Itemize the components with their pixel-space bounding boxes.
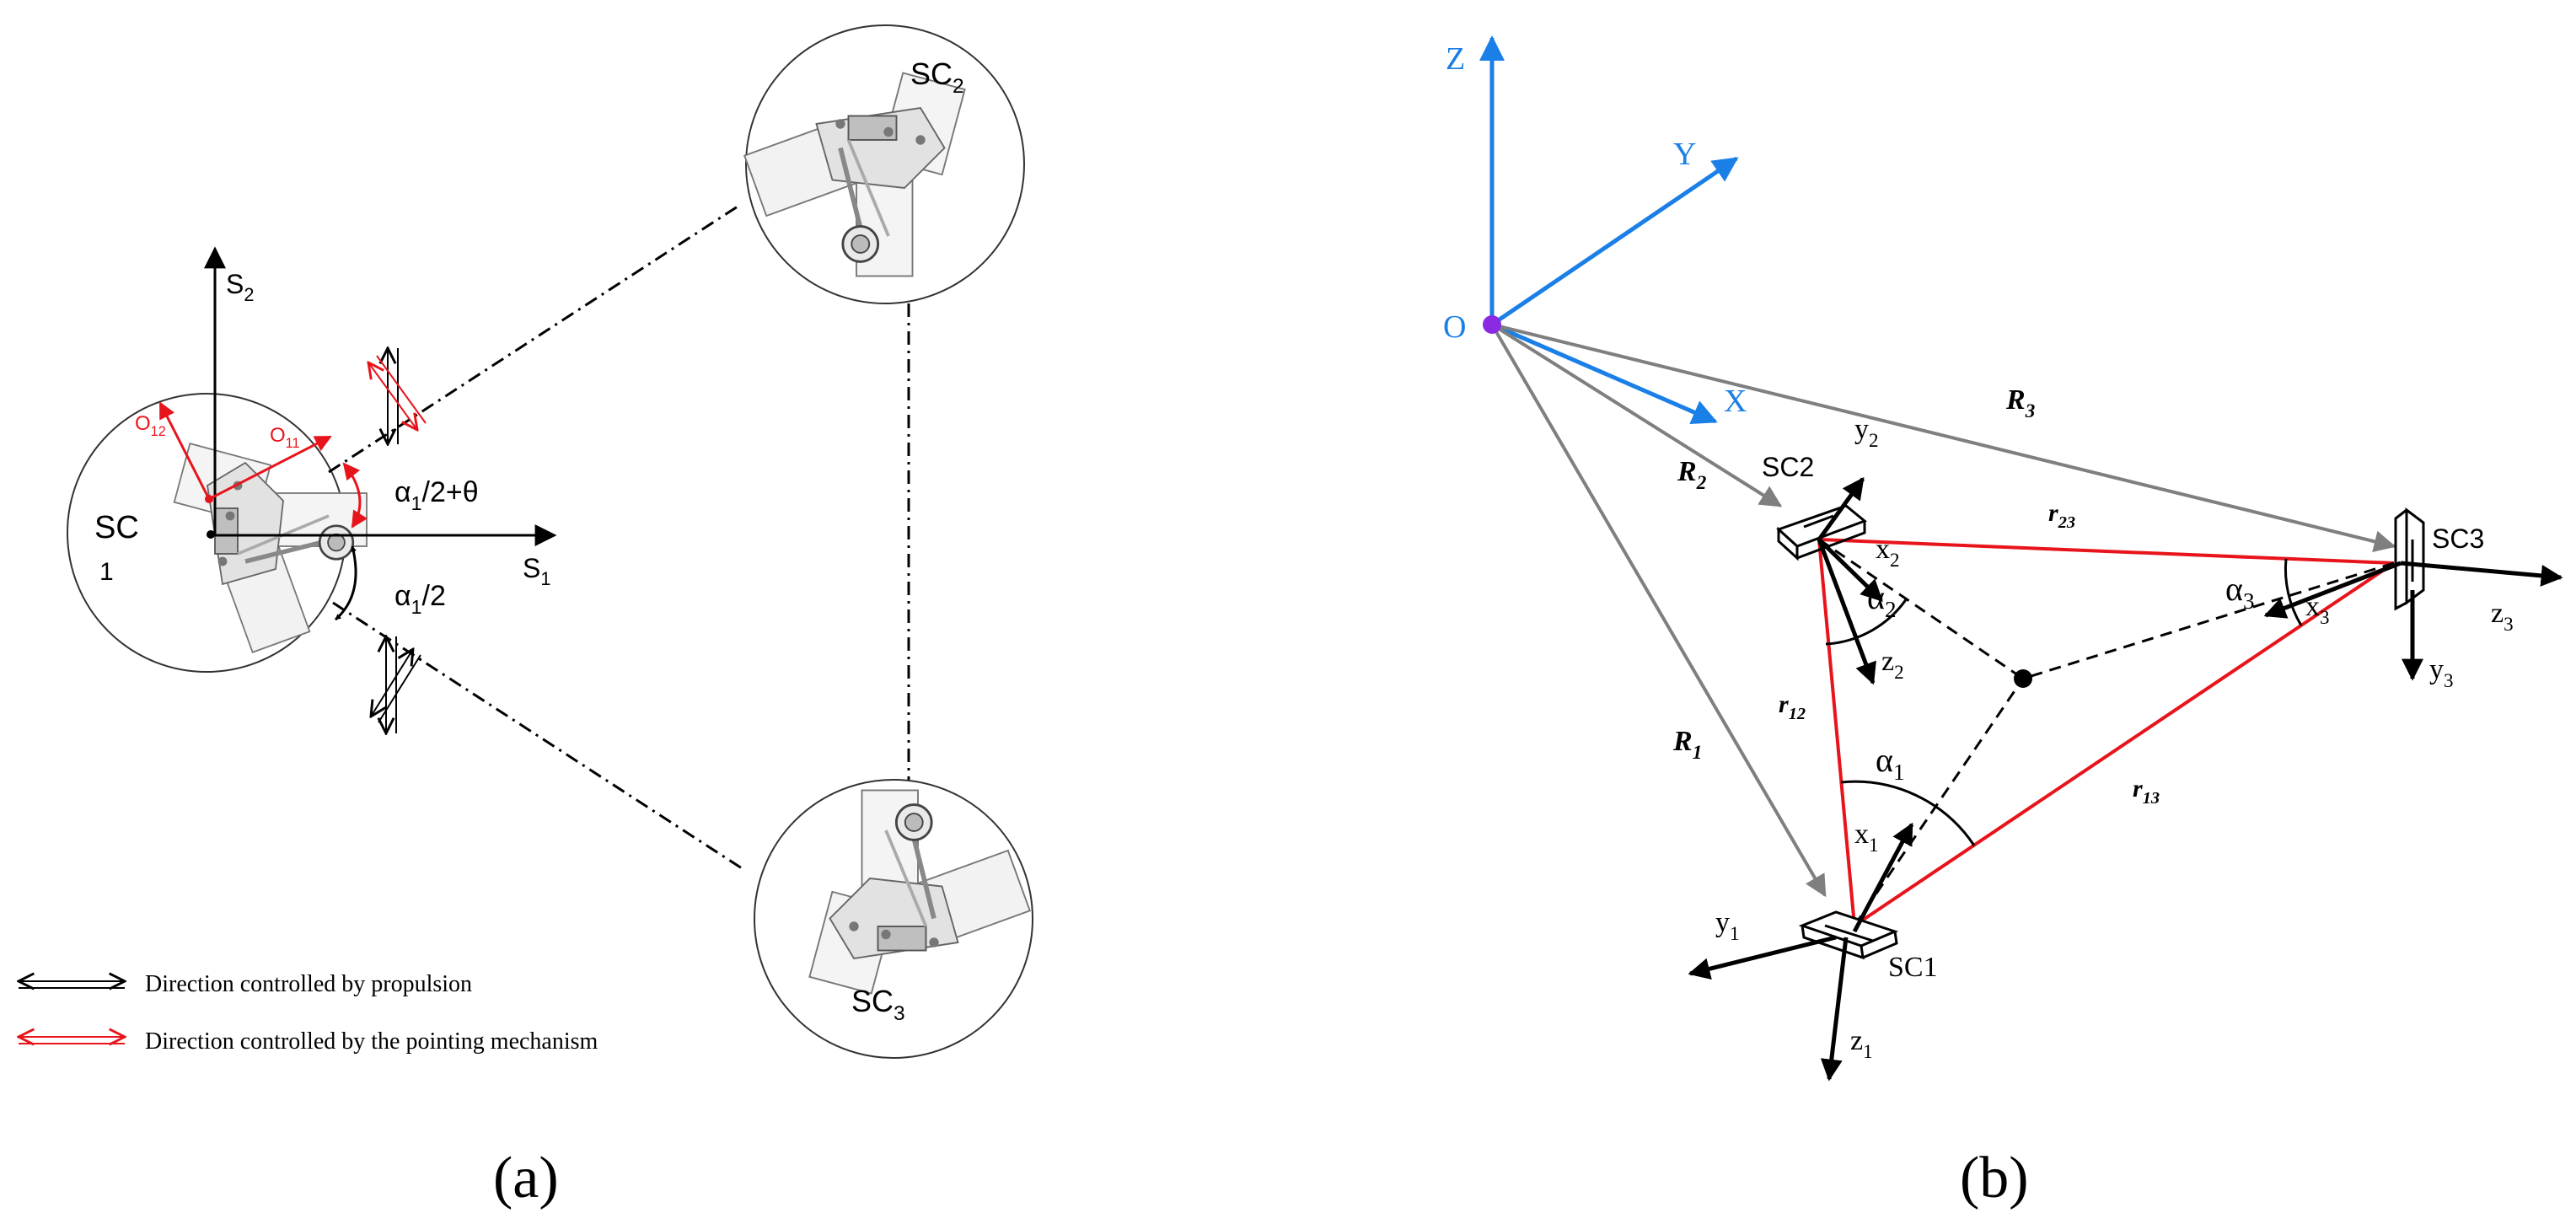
sc1-z-axis [1820, 937, 1849, 1082]
panel-a: S1 S2 O12 O11 α1/2+θ α1/2 SC 1 SC2 SC3 [19, 24, 1033, 1211]
sc2-x-label: x2 [1876, 534, 1900, 572]
o11-axis [208, 435, 332, 501]
s1-axis-label: S1 [523, 553, 550, 589]
r1-position-label: R1 [1672, 726, 1702, 764]
sc2-label: SC2 [910, 56, 964, 98]
alpha2-label: α2 [1867, 578, 1897, 622]
legend-label-propulsion: Direction controlled by propulsion [145, 971, 472, 997]
inertial-y-label: Y [1673, 137, 1696, 172]
sc1-y-label: y1 [1715, 907, 1740, 945]
sc1-label: SC [94, 510, 139, 545]
s2-axis-label: S2 [226, 269, 254, 305]
r2-position-label: R2 [1677, 456, 1707, 494]
sc3-z-label: z3 [2491, 598, 2514, 636]
sc2-circle [745, 24, 1025, 304]
inertial-z-label: Z [1446, 41, 1465, 77]
angle-arc-alpha1 [1840, 780, 1976, 846]
position-vector-r1 [1490, 323, 1827, 898]
o12-label: O12 [135, 412, 166, 439]
sc2-y-axis [1817, 476, 1865, 541]
sc3-craft-image [809, 791, 1029, 994]
link-sc1-sc3 [332, 601, 743, 870]
sc3-label: SC3 [851, 984, 905, 1025]
o12-axis [158, 401, 211, 500]
sc1-x-label: x1 [1854, 819, 1879, 856]
panel-b: Z Y X O R2 R3 R1 r23 r12 r13 α2 α3 α1 [1443, 35, 2563, 1211]
o1-origin-dot [205, 495, 213, 503]
inertial-y-axis [1490, 156, 1739, 327]
link-sc1-sc2 [328, 205, 738, 474]
sc1-y-axis [1688, 935, 1837, 980]
bisector-sc2 [1818, 538, 2024, 680]
inertial-x-axis [1491, 322, 1718, 425]
sc1-body [1798, 910, 1899, 960]
baseline-r23 [1818, 538, 2395, 565]
sc3-x-label: x3 [2305, 591, 2330, 629]
sc2-label: SC2 [1762, 452, 1814, 482]
legend-item-pointing: Direction controlled by the pointing mec… [19, 1028, 598, 1055]
sc3-label: SC3 [2432, 523, 2484, 554]
position-vector-r3 [1491, 323, 2396, 553]
sc3-z-axis [2400, 561, 2563, 587]
baseline-r12 [1817, 539, 1856, 926]
sc3-y-label: y3 [2429, 654, 2454, 692]
angle-arc-alpha3 [2284, 558, 2303, 626]
angle-arc-alpha2 [1825, 598, 1908, 646]
sc2-body [1776, 504, 1867, 561]
sc3-body [2394, 507, 2425, 611]
sc2-craft-image [744, 73, 964, 276]
o11-label: O11 [270, 424, 300, 451]
propulsion-arrow-upper [368, 348, 427, 444]
bisector-sc3 [2022, 561, 2395, 680]
legend: Direction controlled by propulsion Direc… [19, 971, 598, 1055]
alpha3-label: α3 [2225, 570, 2255, 614]
baseline-r13 [1853, 561, 2396, 927]
sc3-circle [754, 779, 1033, 1059]
sc3-x-axis [2263, 561, 2402, 619]
panel-a-caption: (a) [493, 1146, 559, 1211]
angle-label-alpha1: α1/2 [394, 580, 446, 618]
position-vector-r2 [1490, 323, 1783, 507]
inertial-x-label: X [1724, 384, 1747, 419]
sc2-z-label: z2 [1881, 646, 1904, 684]
formation-center [2014, 669, 2032, 688]
sc1-craft-image [174, 443, 367, 652]
legend-label-pointing: Direction controlled by the pointing mec… [145, 1028, 598, 1055]
bisector-sc1 [1853, 678, 2025, 926]
r13-label: r13 [2133, 775, 2160, 808]
r3-position-label: R3 [2005, 384, 2035, 422]
sc1-z-label: z1 [1850, 1025, 1873, 1063]
panel-b-caption: (b) [1960, 1146, 2029, 1211]
origin-dot [1483, 315, 1501, 334]
sc1-label: SC1 [1888, 952, 1938, 983]
sc1-x-axis [1852, 822, 1914, 933]
r23-label: r23 [2048, 499, 2075, 532]
sc2-y-label: y2 [1854, 414, 1879, 452]
sc2-z-axis [1817, 539, 1876, 685]
alpha1-label: α1 [1876, 741, 1905, 785]
r12-label: r12 [1779, 690, 1806, 723]
origin-label: O [1443, 309, 1466, 345]
angle-arc-alpha1 [335, 545, 357, 621]
angle-arc-alpha1-theta [342, 462, 368, 529]
sc1-label-sub: 1 [99, 558, 114, 586]
s-origin-dot [207, 530, 215, 539]
angle-label-alpha1-theta: α1/2+θ [394, 476, 479, 514]
sc2-x-axis [1817, 538, 1883, 602]
propulsion-arrow-lower [371, 636, 421, 733]
legend-item-propulsion: Direction controlled by propulsion [19, 971, 472, 997]
